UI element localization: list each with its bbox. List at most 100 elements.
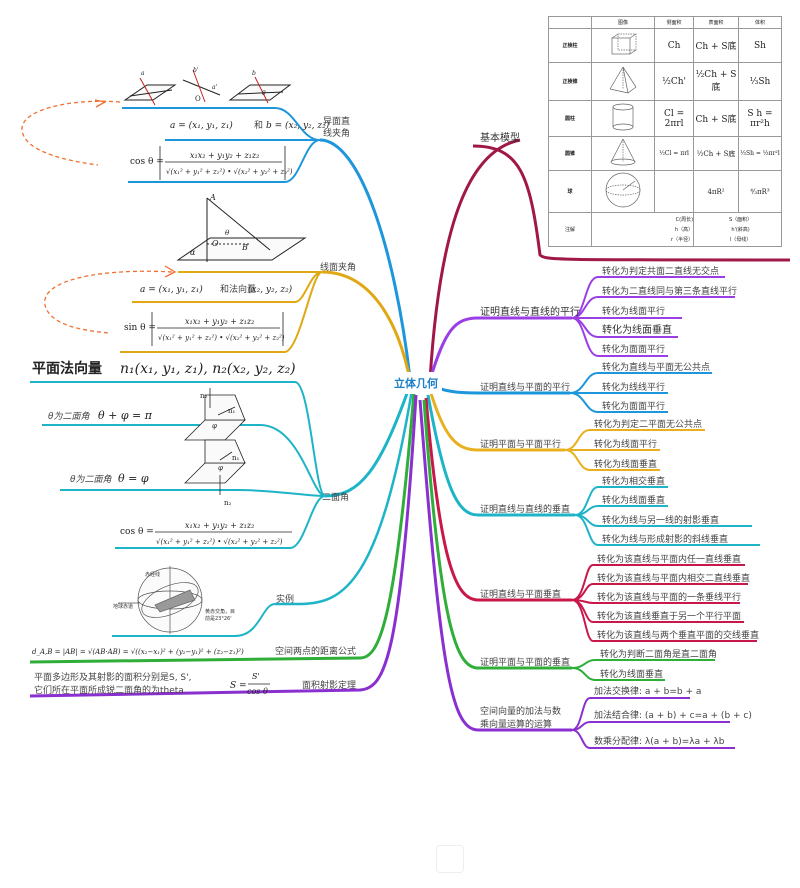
line-plane-perp-item[interactable]: 转化为该直线与平面内任一直线垂直 — [597, 553, 741, 565]
skew-vector-a[interactable]: a = (x₁, y₁, z₁) — [170, 120, 233, 131]
dihedral1-n1: n₁ — [228, 407, 236, 415]
lineplane-fig-theta: θ — [225, 229, 230, 237]
parallel-lines-item[interactable]: 转化为面面平行 — [602, 343, 665, 355]
parallel-lines-label[interactable]: 证明直线与直线的平行 — [480, 305, 580, 318]
dashed-connector-lineplane — [44, 270, 173, 334]
table-header — [548, 16, 592, 29]
vector-item[interactable]: 加法结合律: (a + b) + c=a + (b + c) — [594, 709, 752, 721]
dihedral-label[interactable]: 二面角 — [322, 491, 349, 503]
lineplane-vector-a[interactable]: a = (x₁, y₁, z₁) — [140, 284, 203, 295]
perp-lines-item[interactable]: 转化为线与形成射影的斜线垂直 — [602, 533, 728, 545]
sphere-figure — [591, 170, 655, 213]
skew-figure — [123, 69, 292, 106]
plane-plane-parallel-label[interactable]: 证明平面与平面平行 — [480, 438, 561, 450]
dihedral2-phi: φ — [218, 464, 223, 472]
skew-fig-theta: θ — [262, 90, 266, 97]
plane-plane-perp-item[interactable]: 转化为判断二面角是直二面角 — [600, 648, 717, 660]
distance-formula[interactable]: d_A,B = |AB| = √(AB·AB) = √((x₂−x₁)² + (… — [32, 648, 244, 656]
vector-item[interactable]: 加法交换律: a + b=b + a — [594, 685, 701, 697]
line-plane-perp-item[interactable]: 转化为该直线与平面的一条垂线平行 — [597, 591, 741, 603]
bottom-placeholder-box — [436, 845, 464, 873]
table-cell: ½Ch + S底 — [693, 62, 739, 101]
table-cell: ⅓Sh — [737, 62, 783, 101]
pyramid-figure — [591, 62, 655, 101]
perp-lines-item[interactable]: 转化为相交垂直 — [602, 475, 665, 487]
skew-vector-b[interactable]: b = (x₂, y₂, z₂) — [266, 120, 330, 131]
branch-plane-plane-parallel — [428, 389, 565, 452]
perp-lines-item[interactable]: 转化为线与另一线的射影垂直 — [602, 514, 719, 526]
plane-plane-parallel-item[interactable]: 转化为线面平行 — [594, 438, 657, 450]
table-cell: Ch — [653, 28, 695, 63]
case1-expr[interactable]: θ + φ = π — [98, 409, 153, 422]
lineplane-fig-O: O — [212, 239, 219, 248]
table-header: 侧面积 — [653, 16, 695, 29]
line-plane-perp-item[interactable]: 转化为该直线与两个垂直平面的交线垂直 — [597, 629, 759, 641]
example-label[interactable]: 实例 — [276, 593, 294, 605]
branch-projection — [29, 394, 418, 698]
table-notes-left: C(周长) h（高） r（半径） — [590, 212, 695, 247]
plane-plane-perp-item[interactable]: 转化为线面垂直 — [600, 668, 663, 680]
projection-label[interactable]: 面积射影定理 — [302, 679, 356, 691]
plane-plane-parallel-item[interactable]: 转化为线面垂直 — [594, 458, 657, 470]
branch-vector — [418, 399, 572, 732]
table-cell: ⁴⁄₃πR³ — [737, 170, 783, 213]
skew-fig-b: b — [252, 70, 256, 77]
globe-label-right2: 前是23°26' — [205, 615, 232, 622]
skew-fig-bp: b' — [193, 67, 199, 74]
skew-label-line1[interactable]: 异面直 — [323, 115, 350, 127]
line-plane-parallel-item[interactable]: 转化为直线与平面无公共点 — [602, 361, 710, 373]
parallel-lines-item[interactable]: 转化为判定共面二直线无交点 — [602, 265, 719, 277]
perp-lines-label[interactable]: 证明直线与直线的垂直 — [480, 503, 570, 515]
dihedral-figure-1 — [184, 388, 246, 441]
normal-vector-title: 平面法向量 — [32, 360, 102, 377]
basic-model-label[interactable]: 基本模型 — [480, 131, 520, 144]
table-cell: Sh — [737, 28, 783, 63]
branch-perp-lines — [426, 394, 575, 517]
parallel-lines-item[interactable]: 转化为线面平行 — [602, 305, 665, 317]
case2-prefix: θ为二面角 — [70, 474, 113, 485]
table-cell: Ch + S底 — [693, 100, 739, 137]
line-plane-perp-label[interactable]: 证明直线与平面垂直 — [480, 588, 561, 600]
branch-dihedral — [324, 384, 412, 498]
line-plane-parallel-item[interactable]: 转化为面面平行 — [602, 400, 665, 412]
branch-distance — [29, 391, 416, 664]
table-cell: Cl = 2πrl — [653, 100, 695, 137]
plane-plane-perp-label[interactable]: 证明平面与平面的垂直 — [480, 656, 570, 668]
lineplane-label[interactable]: 线面夹角 — [320, 261, 356, 273]
lineplane-numerator: x₁x₂ + y₁y₂ + z₁z₂ — [185, 317, 254, 326]
line-plane-parallel-label[interactable]: 证明直线与平面的平行 — [480, 381, 570, 393]
skew-label-line2[interactable]: 线夹角 — [323, 127, 350, 139]
parallel-lines-item[interactable]: 转化为二直线同与第三条直线平行 — [602, 285, 737, 297]
line-plane-perp-item[interactable]: 转化为该直线与平面内相交二直线垂直 — [597, 572, 750, 584]
parallel-lines-item[interactable]: 转化为线面垂直 — [602, 323, 672, 336]
normal-vector-expr[interactable]: n₁(x₁, y₁, z₁), n₂(x₂, y₂, z₂) — [120, 361, 296, 377]
table-header: 表面积 — [693, 16, 739, 29]
center-node[interactable]: 立体几何 — [394, 376, 438, 390]
table-cell: Ch + S底 — [693, 28, 739, 63]
branch-skew — [319, 138, 412, 379]
cylinder-figure — [591, 100, 655, 137]
lineplane-normal[interactable]: (x₂, y₂, z₂) — [248, 284, 293, 295]
vector-item[interactable]: 数乘分配律: λ(a + b)=λa + λb — [594, 735, 725, 747]
line-plane-parallel-item[interactable]: 转化为线线平行 — [602, 381, 665, 393]
table-row-name: 圆柱 — [548, 100, 592, 137]
lineplane-normal-label: 和法向量 — [220, 283, 256, 295]
table-cell: ½Cl = πrl — [653, 136, 695, 171]
lineplane-fig-B: B — [241, 243, 248, 252]
table-row-name: 球 — [548, 170, 592, 213]
vector-label-line2[interactable]: 乘向量运算的运算 — [480, 718, 552, 730]
lineplane-sin-lhs: sin θ = — [124, 323, 156, 333]
dihedral2-n2: n₂ — [224, 499, 232, 507]
dihedral-figure-2 — [184, 439, 246, 495]
prism-figure — [591, 28, 655, 63]
distance-label[interactable]: 空间两点的距离公式 — [275, 645, 356, 657]
branch-example — [275, 389, 414, 606]
projection-num: S' — [252, 672, 260, 681]
projection-den: cos θ — [247, 687, 268, 696]
case2-expr[interactable]: θ = φ — [118, 472, 149, 485]
vector-label-line1[interactable]: 空间向量的加法与数 — [480, 705, 561, 717]
table-note: C(周长) — [675, 216, 694, 223]
line-plane-perp-item[interactable]: 转化为该直线垂直于另一个平行平面 — [597, 610, 741, 622]
perp-lines-item[interactable]: 转化为线面垂直 — [602, 494, 665, 506]
plane-plane-parallel-item[interactable]: 转化为判定二平面无公共点 — [594, 418, 702, 430]
